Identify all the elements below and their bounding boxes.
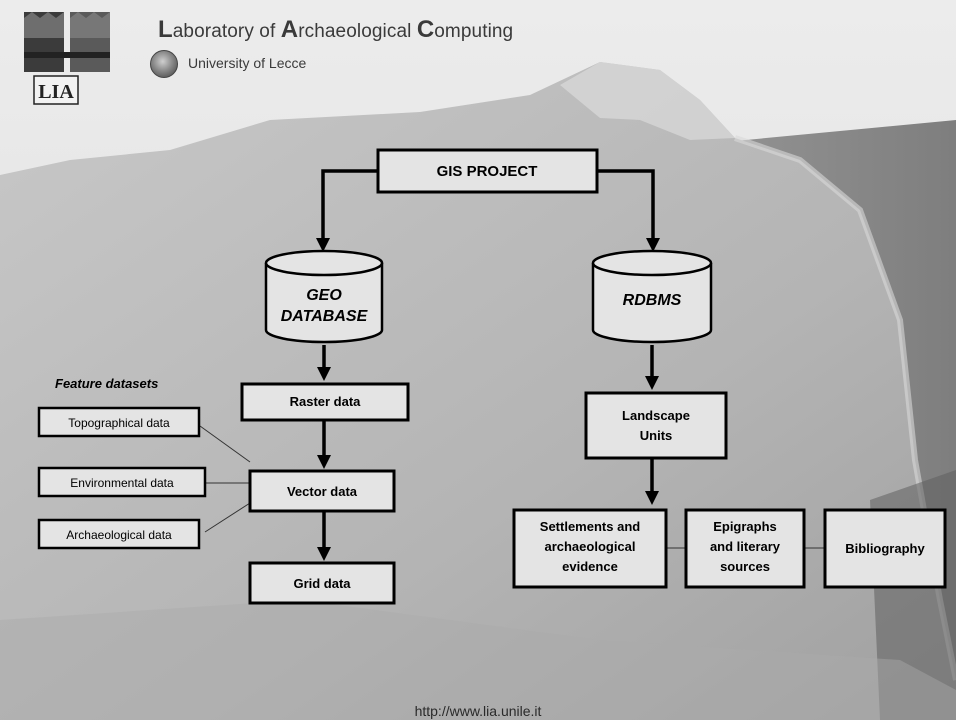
title-text: rchaeological (298, 21, 417, 42)
vector-data-node: Vector data (248, 469, 396, 513)
link-archaeological (204, 502, 251, 533)
settlements-label-1: Settlements and (540, 519, 640, 534)
landscape-units-label-2: Units (640, 428, 673, 443)
epigraphs-label-3: sources (720, 559, 770, 574)
logo-text: LIA (38, 81, 74, 103)
title-text: aboratory of (172, 21, 281, 42)
rdbms-label: RDBMS (623, 292, 682, 309)
arrow-gis-to-rdbms (597, 169, 660, 252)
gis-project-label: GIS PROJECT (437, 163, 538, 180)
thin-links (199, 425, 825, 549)
title-capital: C (416, 16, 435, 43)
grid-data-node: Grid data (248, 561, 396, 605)
title-capital: A (280, 16, 299, 43)
rdbms-node: RDBMS (591, 249, 713, 344)
topographical-data-label: Topographical data (68, 416, 170, 430)
bibliography-label: Bibliography (845, 541, 925, 556)
university-seal-icon (150, 50, 178, 78)
lia-logo: LIA (24, 12, 110, 105)
lab-title: Laboratory of Archaeological Computing (158, 16, 513, 44)
raster-data-label: Raster data (290, 394, 362, 409)
topographical-data-node: Topographical data (37, 406, 201, 438)
arrow-gis-to-geodb (316, 169, 378, 252)
geo-database-label-2: DATABASE (281, 308, 369, 325)
epigraphs-node: Epigraphs and literary sources (684, 508, 806, 589)
feature-datasets-heading: Feature datasets (55, 376, 158, 391)
vector-data-label: Vector data (287, 484, 358, 499)
grid-data-label: Grid data (293, 576, 351, 591)
epigraphs-label-1: Epigraphs (713, 519, 777, 534)
geo-database-label-1: GEO (306, 287, 342, 304)
raster-data-node: Raster data (240, 382, 410, 422)
gis-project-node: GIS PROJECT (376, 148, 599, 194)
footer-url[interactable]: http://www.lia.unile.it (414, 703, 542, 719)
title-text: omputing (434, 21, 514, 42)
settlements-label-2: archaeological (544, 539, 635, 554)
landscape-units-node: Landscape Units (584, 391, 728, 460)
settlements-label-3: evidence (562, 559, 618, 574)
university-name: University of Lecce (188, 55, 307, 71)
link-topographical (199, 425, 251, 463)
title-capital: L (158, 16, 173, 43)
environmental-data-node: Environmental data (37, 466, 207, 498)
landscape-units-label-1: Landscape (622, 408, 690, 423)
geo-database-node: GEO DATABASE (264, 249, 384, 344)
connectors (316, 169, 660, 561)
bibliography-node: Bibliography (823, 508, 947, 589)
settlements-node: Settlements and archaeological evidence (512, 508, 668, 589)
epigraphs-label-2: and literary (710, 539, 781, 554)
archaeological-data-label: Archaeological data (66, 528, 172, 542)
archaeological-data-node: Archaeological data (37, 518, 201, 550)
environmental-data-label: Environmental data (70, 476, 174, 490)
